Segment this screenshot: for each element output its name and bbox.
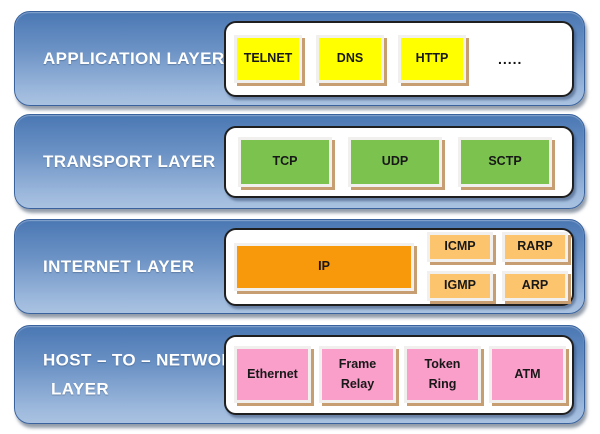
layer-transport-label: TRANSPORT LAYER <box>43 151 216 171</box>
layer-internet-label: INTERNET LAYER <box>43 256 195 276</box>
layer-application-panel: TELNET DNS HTTP ..... <box>224 20 574 97</box>
chip-udp: UDP <box>348 136 442 187</box>
chip-tcp: TCP <box>238 136 332 187</box>
layer-internet: INTERNET LAYER IP ICMP RARP IGMP ARP <box>14 219 585 314</box>
chip-ethernet: Ethernet <box>234 346 311 403</box>
chip-dns: DNS <box>316 34 384 83</box>
chip-token-ring: Token Ring <box>404 346 481 403</box>
chip-atm: ATM <box>489 346 566 403</box>
layer-host-to-network: HOST – TO – NETWORK LAYER Ethernet Frame… <box>14 325 585 424</box>
chip-icmp: ICMP <box>427 232 493 262</box>
host-label-line1: HOST – TO – NETWORK <box>43 350 247 369</box>
host-label-line2: LAYER <box>51 379 110 398</box>
layer-host-to-network-panel: Ethernet Frame Relay Token Ring ATM <box>224 334 574 415</box>
more-protocols-indicator: ..... <box>498 50 523 67</box>
chip-arp: ARP <box>502 271 568 301</box>
chip-rarp: RARP <box>502 232 568 262</box>
chip-ip: IP <box>234 242 414 291</box>
layer-transport: TRANSPORT LAYER TCP UDP SCTP <box>14 114 585 209</box>
layer-application: APPLICATION LAYER TELNET DNS HTTP ..... <box>14 11 585 106</box>
chip-sctp: SCTP <box>458 136 552 187</box>
internet-side-protocols: ICMP RARP IGMP ARP <box>427 232 568 301</box>
chip-igmp: IGMP <box>427 271 493 301</box>
layer-transport-panel: TCP UDP SCTP <box>224 125 574 198</box>
layer-application-label: APPLICATION LAYER <box>43 48 225 68</box>
chip-http: HTTP <box>398 34 466 83</box>
chip-frame-relay: Frame Relay <box>319 346 396 403</box>
chip-telnet: TELNET <box>234 34 302 83</box>
layer-internet-panel: IP ICMP RARP IGMP ARP <box>224 227 574 306</box>
layer-host-to-network-label: HOST – TO – NETWORK LAYER <box>43 350 247 399</box>
